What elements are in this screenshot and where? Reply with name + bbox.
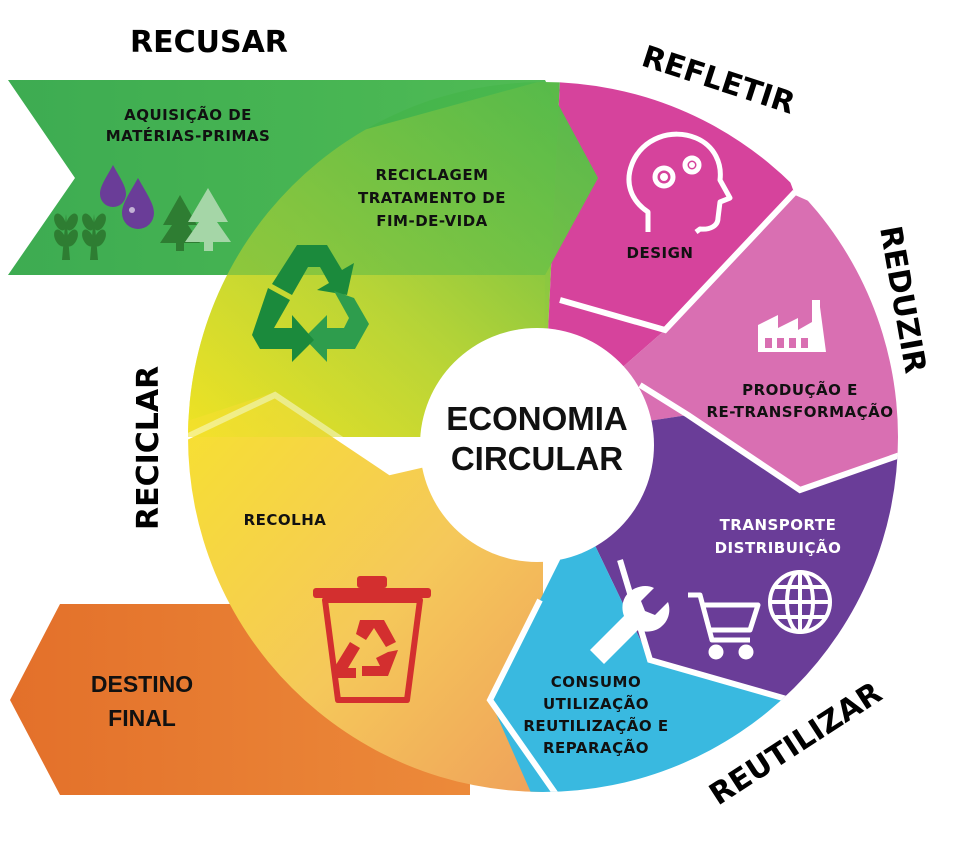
gear-icon [660,162,695,181]
producao-line2: RE-TRANSFORMAÇÃO [706,402,893,421]
wheat-icon [54,213,106,260]
label-reciclar: RECICLAR [131,366,166,530]
destino-line1: DESTINO [91,671,193,697]
label-recusar: RECUSAR [130,25,288,60]
water-drops-icon [100,165,154,229]
factory-icon [758,300,826,352]
design-segment [543,82,795,437]
producao-line1: PRODUÇÃO E [742,380,858,399]
aquisicao-line1: AQUISIÇÃO DE [124,105,252,124]
design-label: DESIGN [627,244,694,262]
transporte-line1: TRANSPORTE [720,516,837,534]
wrench-icon [590,585,670,664]
consumo-line3: REUTILIZAÇÃO E [523,716,668,735]
center-circle [420,328,654,562]
center-line1: ECONOMIA [446,400,628,437]
pine-trees-icon [160,188,231,251]
reciclagem-line1: RECICLAGEM [375,166,488,184]
reciclagem-line2: TRATAMENTO DE [358,189,506,207]
head-gears-icon [626,131,733,234]
shopping-cart-icon [688,592,761,660]
consumo-line1: CONSUMO [551,673,641,691]
destino-line2: FINAL [108,705,176,731]
aquisicao-line2: MATÉRIAS-PRIMAS [106,126,271,145]
recycle-bin-icon [313,576,431,703]
transporte-line2: DISTRIBUIÇÃO [715,538,842,557]
recycle-icon [252,245,369,362]
consumo-line2: UTILIZAÇÃO [543,694,649,713]
reciclagem-line3: FIM-DE-VIDA [376,212,488,230]
consumo-line4: REPARAÇÃO [543,738,649,757]
center-line2: CIRCULAR [451,440,623,477]
globe-icon [768,570,832,634]
recolha-label: RECOLHA [244,511,327,529]
